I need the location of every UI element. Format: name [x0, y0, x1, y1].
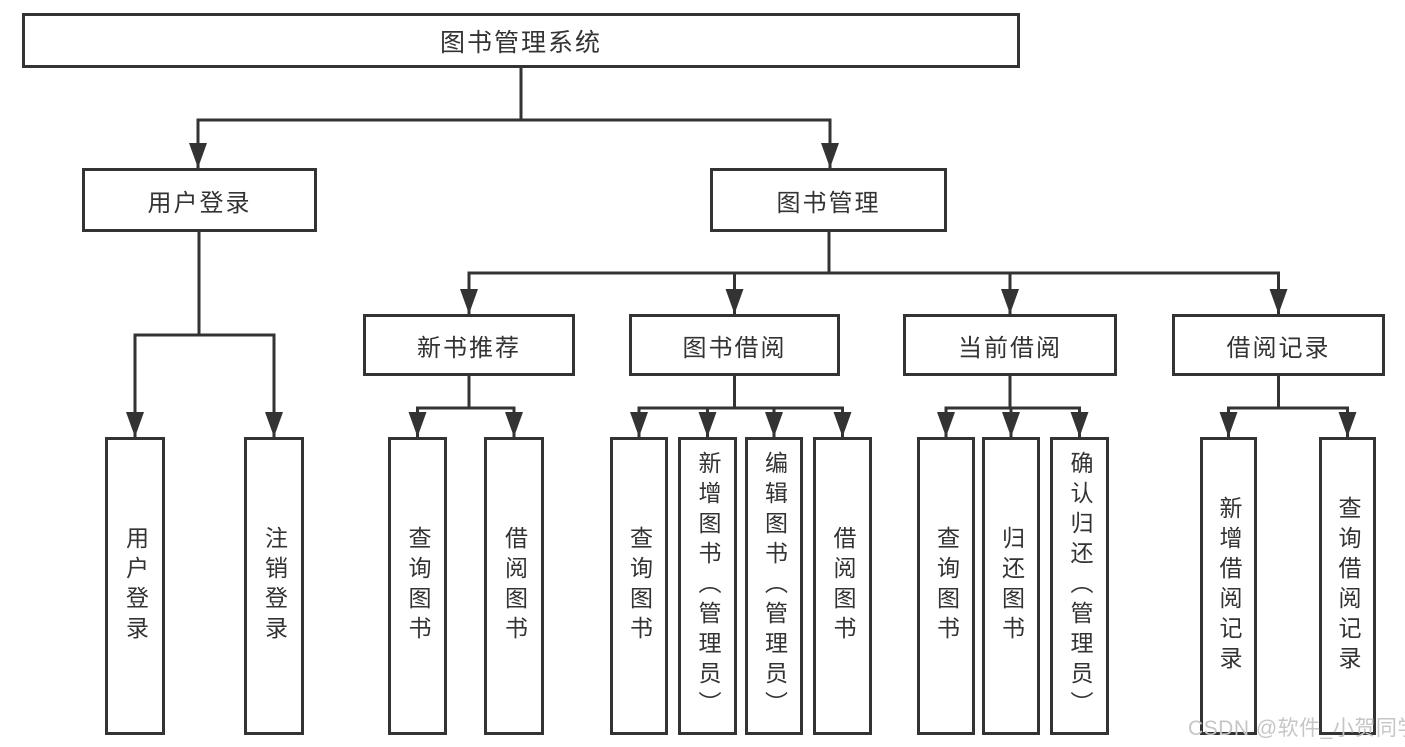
- leaf-label: 归还图书: [998, 526, 1025, 646]
- leaf-label: 用户登录: [122, 526, 149, 646]
- leaf-label: 确认归还（管理员）: [1067, 451, 1093, 721]
- connector-borrow-records-children: [1219, 376, 1357, 437]
- node-new-book-recommend: 新书推荐: [363, 314, 575, 376]
- node-label: 用户登录: [147, 189, 252, 217]
- leaf-label: 查询图书: [626, 526, 653, 646]
- leaf-label: 借阅图书: [830, 526, 856, 646]
- csdn-watermark: CSDN @软件_小贺同学: [1188, 717, 1405, 740]
- leaf-query-borrow-record: 查询借阅记录: [1319, 437, 1376, 735]
- leaf-label: 借阅图书: [501, 526, 528, 646]
- leaf-query-book-borrow: 查询图书: [610, 437, 668, 735]
- leaf-query-book-current: 查询图书: [917, 437, 975, 735]
- node-user-login: 用户登录: [82, 168, 317, 232]
- node-book-borrow: 图书借阅: [629, 314, 840, 376]
- leaf-label: 查询借阅记录: [1335, 496, 1361, 676]
- node-label: 新书推荐: [417, 334, 521, 362]
- leaf-label: 新增图书（管理员）: [695, 451, 721, 721]
- node-book-management: 图书管理: [710, 168, 947, 232]
- node-label: 图书借阅: [682, 334, 787, 362]
- node-label: 当前借阅: [958, 334, 1062, 362]
- connector-root-to-level1: [189, 68, 839, 168]
- connector-new-book-children: [408, 376, 523, 437]
- leaf-borrow-book-recommend: 借阅图书: [484, 437, 544, 735]
- connector-user-login-children: [126, 232, 283, 437]
- leaf-return-book: 归还图书: [982, 437, 1040, 735]
- leaf-label: 编辑图书（管理员）: [761, 451, 788, 721]
- leaf-query-book-recommend: 查询图书: [388, 437, 447, 735]
- leaf-add-borrow-record: 新增借阅记录: [1200, 437, 1257, 735]
- leaf-label: 新增借阅记录: [1216, 496, 1242, 676]
- leaf-confirm-return-admin: 确认归还（管理员）: [1050, 437, 1109, 735]
- node-current-borrow: 当前借阅: [903, 314, 1117, 376]
- leaf-borrow-book: 借阅图书: [813, 437, 872, 735]
- leaf-add-book-admin: 新增图书（管理员）: [678, 437, 737, 735]
- node-label: 借阅记录: [1226, 334, 1331, 362]
- leaf-edit-book-admin: 编辑图书（管理员）: [745, 437, 803, 735]
- node-library-management-system: 图书管理系统: [22, 13, 1020, 68]
- connector-book-borrow-children: [630, 376, 852, 437]
- leaf-user-login: 用户登录: [105, 437, 165, 735]
- node-borrow-records: 借阅记录: [1172, 314, 1385, 376]
- leaf-label: 查询图书: [933, 526, 960, 646]
- leaf-label: 查询图书: [405, 526, 431, 646]
- leaf-label: 注销登录: [261, 526, 288, 646]
- connector-current-borrow-children: [937, 376, 1089, 437]
- connector-book-management-children: [460, 232, 1288, 314]
- node-label: 图书管理: [776, 189, 881, 217]
- leaf-logout: 注销登录: [244, 437, 304, 735]
- node-label: 图书管理系统: [439, 28, 602, 57]
